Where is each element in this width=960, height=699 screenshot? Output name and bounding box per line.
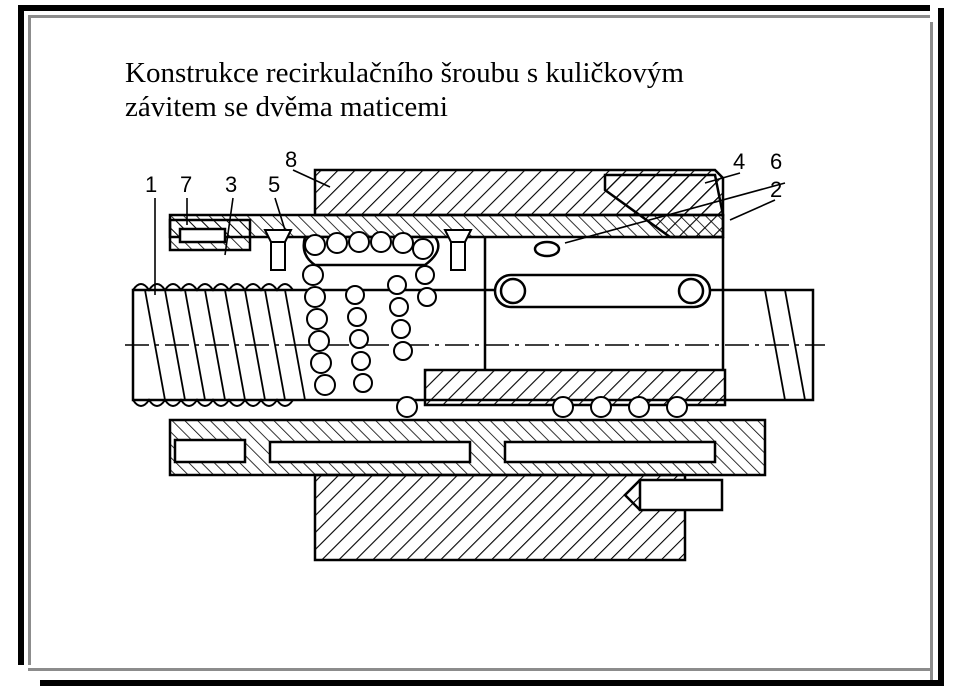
- label-2: 2: [770, 177, 782, 202]
- frame-left-inner: [28, 15, 31, 665]
- recirculation-balls: [302, 231, 437, 418]
- frame-bottom-outer: [40, 680, 944, 686]
- nut-lower-body: [423, 368, 727, 407]
- screw-5-right: [443, 229, 473, 243]
- label-3: 3: [225, 172, 237, 197]
- frame-right-inner: [930, 22, 933, 686]
- bottom-bolt: [638, 478, 724, 512]
- slide-title-line-2: závitem se dvěma maticemi: [125, 91, 448, 123]
- frame-top-inner: [28, 15, 930, 18]
- label-6: 6: [770, 149, 782, 174]
- slide-title: Konstrukce recirkulačního šroubu s kulič…: [125, 56, 684, 124]
- screw-5-left: [263, 229, 293, 243]
- frame-right-outer: [938, 8, 944, 686]
- frame-top-outer: [18, 5, 930, 11]
- label-5: 5: [268, 172, 280, 197]
- label-4: 4: [733, 149, 745, 174]
- thread-bottom-left: [132, 398, 294, 407]
- left-bolt-slot: [173, 438, 247, 464]
- frame-bottom-inner: [28, 668, 933, 671]
- label-8: 8: [285, 147, 297, 172]
- sleeve-groove-left: [268, 440, 472, 464]
- label-1: 1: [145, 172, 157, 197]
- thread-top-left: [132, 283, 294, 292]
- frame-left-outer: [18, 5, 24, 665]
- nut-keyway-slot: [493, 273, 712, 309]
- slide-title-line-1: Konstrukce recirkulačního šroubu s kulič…: [125, 57, 684, 89]
- ball-screw-section-drawing: 1 7 3 5 8 4 6 2: [125, 147, 825, 562]
- sleeve-groove-right: [503, 440, 717, 464]
- lube-hole: [533, 240, 561, 258]
- thread-balls-lower: [552, 396, 688, 418]
- label-7: 7: [180, 172, 192, 197]
- lower-flange-block: [313, 473, 687, 562]
- left-screw-slot: [178, 227, 227, 244]
- callout-leaders: [154, 169, 786, 295]
